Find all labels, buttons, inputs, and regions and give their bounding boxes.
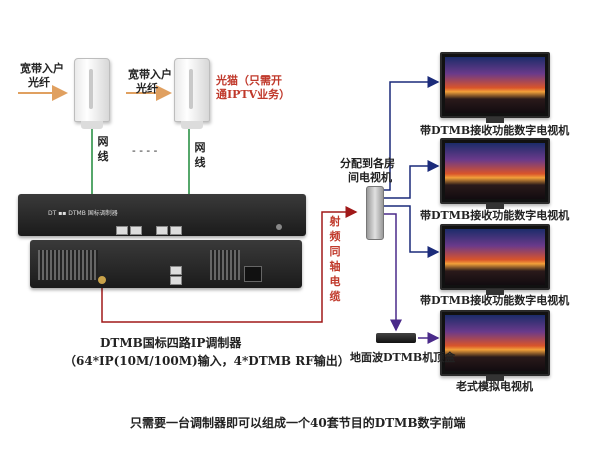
rj45-port-1 — [116, 226, 128, 235]
back-port-2 — [170, 276, 182, 285]
line-tv3 — [384, 205, 440, 258]
tv3-label: 带DTMB接收功能数字电视机 — [420, 294, 570, 307]
vent-right — [210, 250, 240, 280]
bottom-caption: 只需要一台调制器即可以组成一个40套节目的DTMB数字前端 — [130, 416, 466, 430]
dashes: - - - - — [132, 144, 158, 157]
rj45-port-4 — [170, 226, 182, 235]
modulator-subtitle: （64*IP(10M/100M)输入，4*DTMB RF输出） — [64, 354, 350, 368]
rf-coax-label: 射频同轴电缆 — [329, 215, 341, 303]
analog-tv — [440, 310, 550, 381]
front-button — [276, 224, 282, 230]
fiber-label-2: 宽带入户光纤 — [128, 68, 172, 95]
net-cable-label-left: 网线 — [97, 135, 109, 163]
stb-label: 地面波DTMB机顶盒 — [350, 351, 456, 364]
back-port-1 — [170, 266, 182, 275]
net-cable-label-right: 网线 — [194, 141, 206, 169]
rack-front-label: DT ▪▪ DTMB 国标调制器 — [48, 210, 118, 217]
modulator-back-panel — [30, 240, 302, 288]
distribute-label: 分配到各房间电视机 — [340, 157, 395, 184]
fiber-label-1: 宽带入户光纤 — [20, 62, 64, 89]
coax-line — [101, 206, 358, 323]
rf-connector — [98, 276, 106, 284]
dtmb-tv-3 — [440, 224, 550, 295]
rj45-port-2 — [130, 226, 142, 235]
line-tv2 — [384, 160, 440, 199]
dtmb-tv-2 — [440, 138, 550, 209]
dtmb-tv-1 — [440, 52, 550, 123]
tv1-label: 带DTMB接收功能数字电视机 — [420, 124, 570, 137]
tv2-label: 带DTMB接收功能数字电视机 — [420, 209, 570, 222]
old-tv-label: 老式模拟电视机 — [456, 380, 533, 393]
modulator-title: DTMB国标四路IP调制器 — [100, 336, 242, 350]
line-tv1 — [384, 76, 440, 191]
power-socket — [244, 266, 262, 282]
vent-left — [38, 250, 98, 280]
line-stb — [384, 213, 402, 332]
modulator-front-panel: DT ▪▪ DTMB 国标调制器 — [18, 194, 306, 236]
optical-modem-1 — [74, 58, 110, 129]
rf-splitter — [366, 186, 384, 240]
dtmb-set-top-box — [376, 333, 416, 343]
rj45-port-3 — [156, 226, 168, 235]
optical-modem-2 — [174, 58, 210, 129]
modem-note: 光猫（只需开通IPTV业务） — [216, 74, 291, 101]
